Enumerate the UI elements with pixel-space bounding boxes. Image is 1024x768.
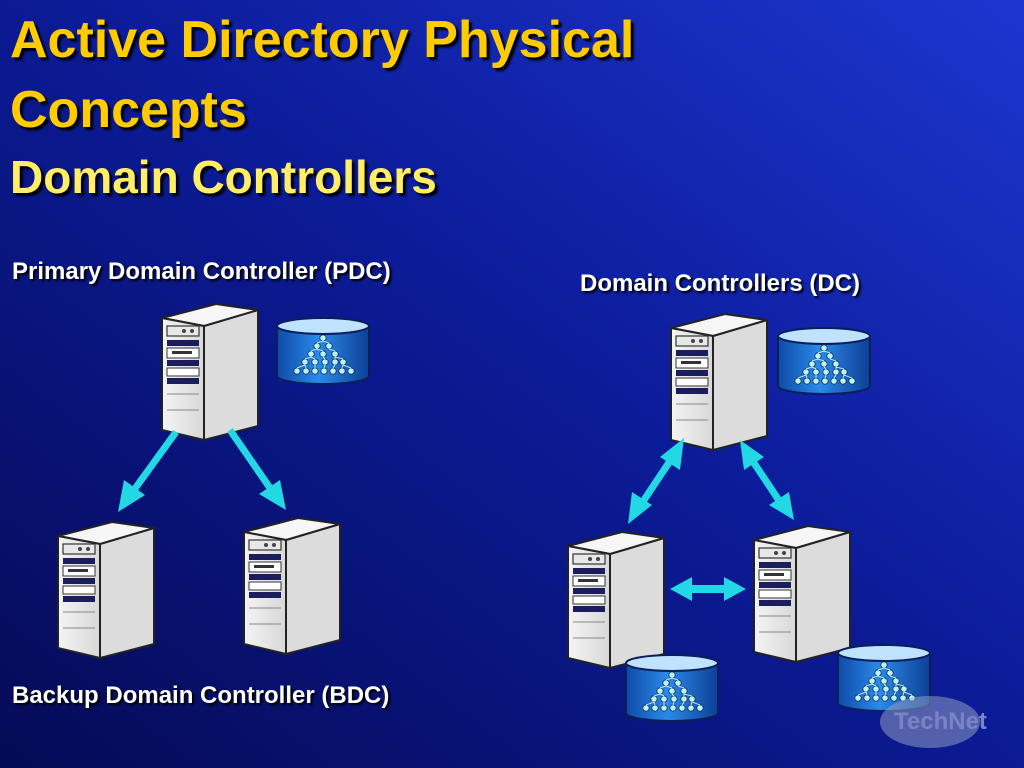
pdc-label: Primary Domain Controller (PDC): [12, 258, 391, 285]
dc-server-top-icon: [670, 313, 768, 451]
dc-top-to-right-arrow: [740, 440, 794, 520]
dc-server-bottom-left-icon: [567, 531, 665, 669]
technet-logo: TechNet: [880, 696, 987, 748]
slide-subtitle: Domain Controllers: [10, 151, 437, 203]
pdc-database-icon: [276, 317, 370, 385]
bdc-server-right-icon: [243, 517, 341, 655]
bdc-label: Backup Domain Controller (BDC): [12, 682, 390, 709]
slide-title-line1: Active Directory Physical: [10, 11, 635, 69]
bdc-server-left-icon: [57, 521, 155, 659]
dc-database-bottom-left-icon: [625, 654, 719, 722]
technet-logo-text: TechNet: [894, 708, 987, 735]
pdc-to-bdc-left-arrow: [118, 429, 179, 512]
dc-label: Domain Controllers (DC): [580, 270, 861, 297]
pdc-server-icon: [161, 303, 259, 441]
slide-title-line2: Concepts: [10, 81, 247, 139]
dc-server-bottom-right-icon: [753, 525, 851, 663]
dc-database-top-icon: [777, 327, 871, 395]
dc-top-to-left-arrow: [628, 438, 684, 524]
pdc-to-bdc-right-arrow: [227, 428, 286, 510]
dc-left-to-right-arrow: [670, 577, 746, 601]
